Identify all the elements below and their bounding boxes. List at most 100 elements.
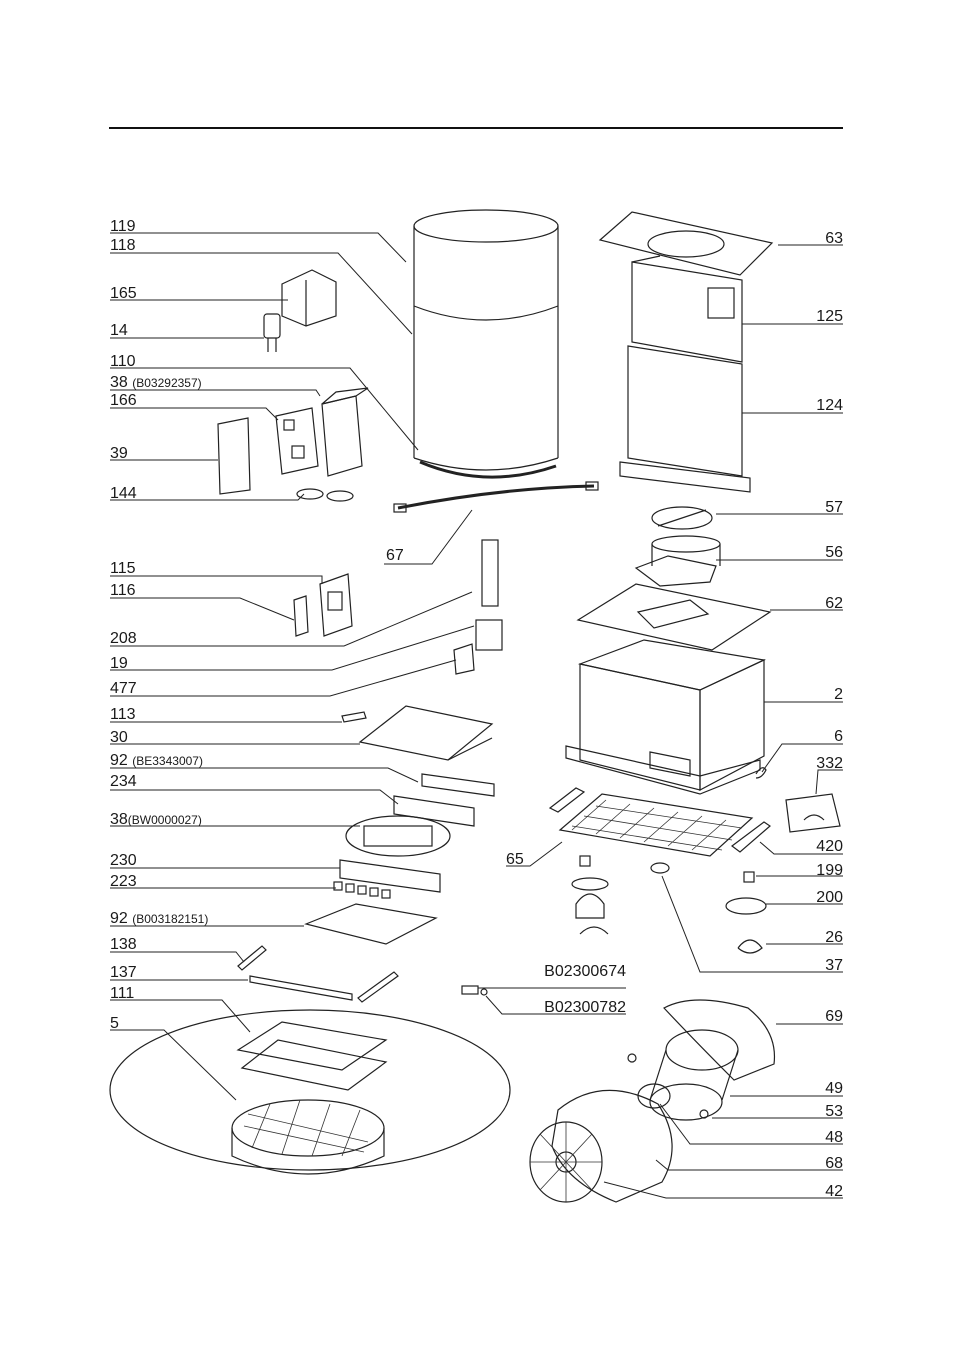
switch-assembly-part [345, 815, 451, 857]
ceiling-plate [598, 211, 774, 276]
callout-57: 57 [825, 499, 843, 516]
callout-165: 165 [110, 285, 137, 302]
blower-housing-lower [551, 1089, 673, 1203]
callout-39: 39 [110, 445, 128, 462]
callout-30: 30 [110, 729, 128, 746]
callout-110: 110 [110, 353, 136, 370]
callout-200: 200 [816, 889, 843, 906]
callout-63: 63 [825, 230, 843, 247]
small-strip-part [341, 711, 367, 723]
nut-left [627, 1053, 637, 1063]
grease-filter-part [558, 793, 754, 857]
cable-clamps-part [296, 488, 354, 502]
callout-115: 115 [110, 560, 136, 577]
connector-part [461, 985, 488, 996]
callout-69: 69 [825, 1008, 843, 1025]
control-frame-part [358, 705, 494, 761]
callout-138: 138 [110, 936, 137, 953]
control-board-part [275, 407, 319, 475]
callout-199: 199 [816, 862, 843, 879]
filter-frame-part [236, 1021, 388, 1091]
leader-lines [110, 232, 843, 1199]
callout-53: 53 [825, 1103, 843, 1120]
terminal-block-part [475, 619, 503, 651]
callout-124: 124 [816, 397, 843, 414]
callout-5: 5 [110, 1015, 119, 1032]
callout-68: 68 [825, 1155, 843, 1172]
fan-grille-part [529, 1121, 603, 1203]
lamp-right [725, 871, 767, 954]
hood-body [565, 639, 767, 795]
callout-119: 119 [110, 218, 136, 235]
knobs-part [333, 881, 391, 899]
bracket-part [281, 269, 337, 327]
front-rail-part [249, 975, 353, 1001]
callout-125: 125 [816, 308, 843, 325]
callout-38-b: 38(BW0000027) [110, 811, 202, 828]
callout-48: 48 [825, 1129, 843, 1146]
callout-19: 19 [110, 655, 128, 672]
side-bracket-left [548, 787, 586, 813]
junction-box-part [319, 573, 353, 637]
callout-230: 230 [110, 852, 137, 869]
lower-panel-part [304, 903, 438, 945]
callout-332: 332 [816, 755, 843, 772]
callout-labels: 119 118 165 14 110 38 (B03292357) 166 39… [110, 218, 843, 1200]
front-panel-part [339, 859, 441, 893]
callout-b02300782: B02300782 [544, 999, 626, 1016]
callout-38-b-code: (BW0000027) [128, 813, 202, 827]
lamp-holder-part [650, 862, 670, 874]
callout-92-b: 92 (B003182151) [110, 910, 208, 927]
callout-234: 234 [110, 773, 137, 790]
callout-6: 6 [834, 728, 843, 745]
seal-plate-part [785, 793, 841, 833]
callout-113: 113 [110, 706, 136, 723]
blower-housing-upper [663, 999, 776, 1081]
callout-56: 56 [825, 544, 843, 561]
callout-42: 42 [825, 1183, 843, 1200]
lamp-left [571, 855, 609, 935]
callout-223: 223 [110, 873, 137, 890]
callout-26: 26 [825, 929, 843, 946]
callout-166: 166 [110, 392, 137, 409]
callout-37: 37 [825, 957, 843, 974]
callout-477: 477 [110, 680, 137, 697]
side-rail-right [357, 971, 399, 1003]
callout-92-a: 92 (BE3343007) [110, 752, 203, 769]
callout-420: 420 [816, 838, 843, 855]
switch-cover-part [393, 795, 475, 827]
callout-92-a-code: (BE3343007) [132, 754, 203, 768]
callout-144: 144 [110, 485, 137, 502]
callout-137: 137 [110, 964, 137, 981]
damper-flap-part [651, 506, 713, 530]
callout-49: 49 [825, 1080, 843, 1097]
side-rail-left [237, 945, 267, 971]
upper-chimney-section [631, 255, 743, 363]
callout-111: 111 [110, 985, 134, 1002]
callout-14: 14 [110, 322, 128, 339]
callout-38-a: 38 (B03292357) [110, 374, 202, 391]
motor-part [637, 1083, 671, 1109]
box-cover-part [217, 417, 251, 495]
callout-92-b-code: (B003182151) [132, 912, 208, 926]
hook-part [755, 767, 767, 779]
canopy-dish [109, 1009, 511, 1171]
capacitor-part [263, 313, 281, 352]
cable-strip-part [393, 481, 599, 513]
callout-38-a-code: (B03292357) [132, 376, 201, 390]
callout-118: 118 [110, 237, 136, 254]
callout-65: 65 [506, 851, 524, 868]
top-cover-panel [576, 583, 772, 651]
callout-2: 2 [834, 686, 843, 703]
callout-208: 208 [110, 630, 137, 647]
outlet-collar-part [634, 535, 721, 587]
chimney-cover-cylinder [413, 209, 559, 479]
impeller-part [649, 1029, 739, 1121]
side-bracket-right [731, 821, 771, 853]
transformer-part [481, 539, 499, 607]
callout-116: 116 [110, 582, 136, 599]
nut-right [699, 1109, 709, 1119]
callout-62: 62 [825, 595, 843, 612]
electrical-box-part [321, 387, 369, 477]
callout-b02300674: B02300674 [544, 963, 626, 980]
